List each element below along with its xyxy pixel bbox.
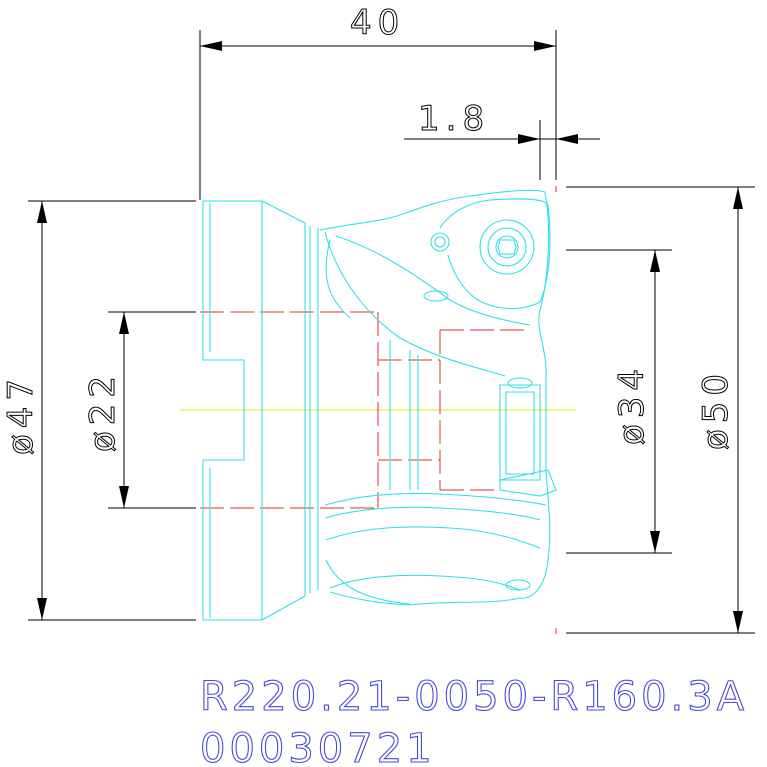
dimension-insert-offset: 1.8	[404, 99, 600, 180]
dimension-label-22: ø22	[83, 370, 123, 452]
hidden-lines	[200, 186, 557, 634]
dimension-diameter-47: ø47	[1, 200, 196, 621]
dimension-label-34: ø34	[612, 363, 652, 445]
dimension-diameter-22: ø22	[83, 311, 196, 509]
dimension-label-40: 40	[350, 3, 405, 43]
dimension-overall-length: 40	[199, 3, 557, 200]
dimension-label-1-8: 1.8	[418, 99, 490, 139]
drawing-number-caption: 00030721	[200, 726, 436, 767]
dimension-diameter-50: ø50	[566, 186, 755, 634]
dimension-label-47: ø47	[1, 373, 41, 455]
cutter-body-outline	[202, 189, 557, 621]
dimension-diameter-34: ø34	[566, 249, 672, 554]
part-number-caption: R220.21-0050-R160.3A	[200, 674, 748, 720]
dimension-label-50: ø50	[696, 368, 736, 450]
